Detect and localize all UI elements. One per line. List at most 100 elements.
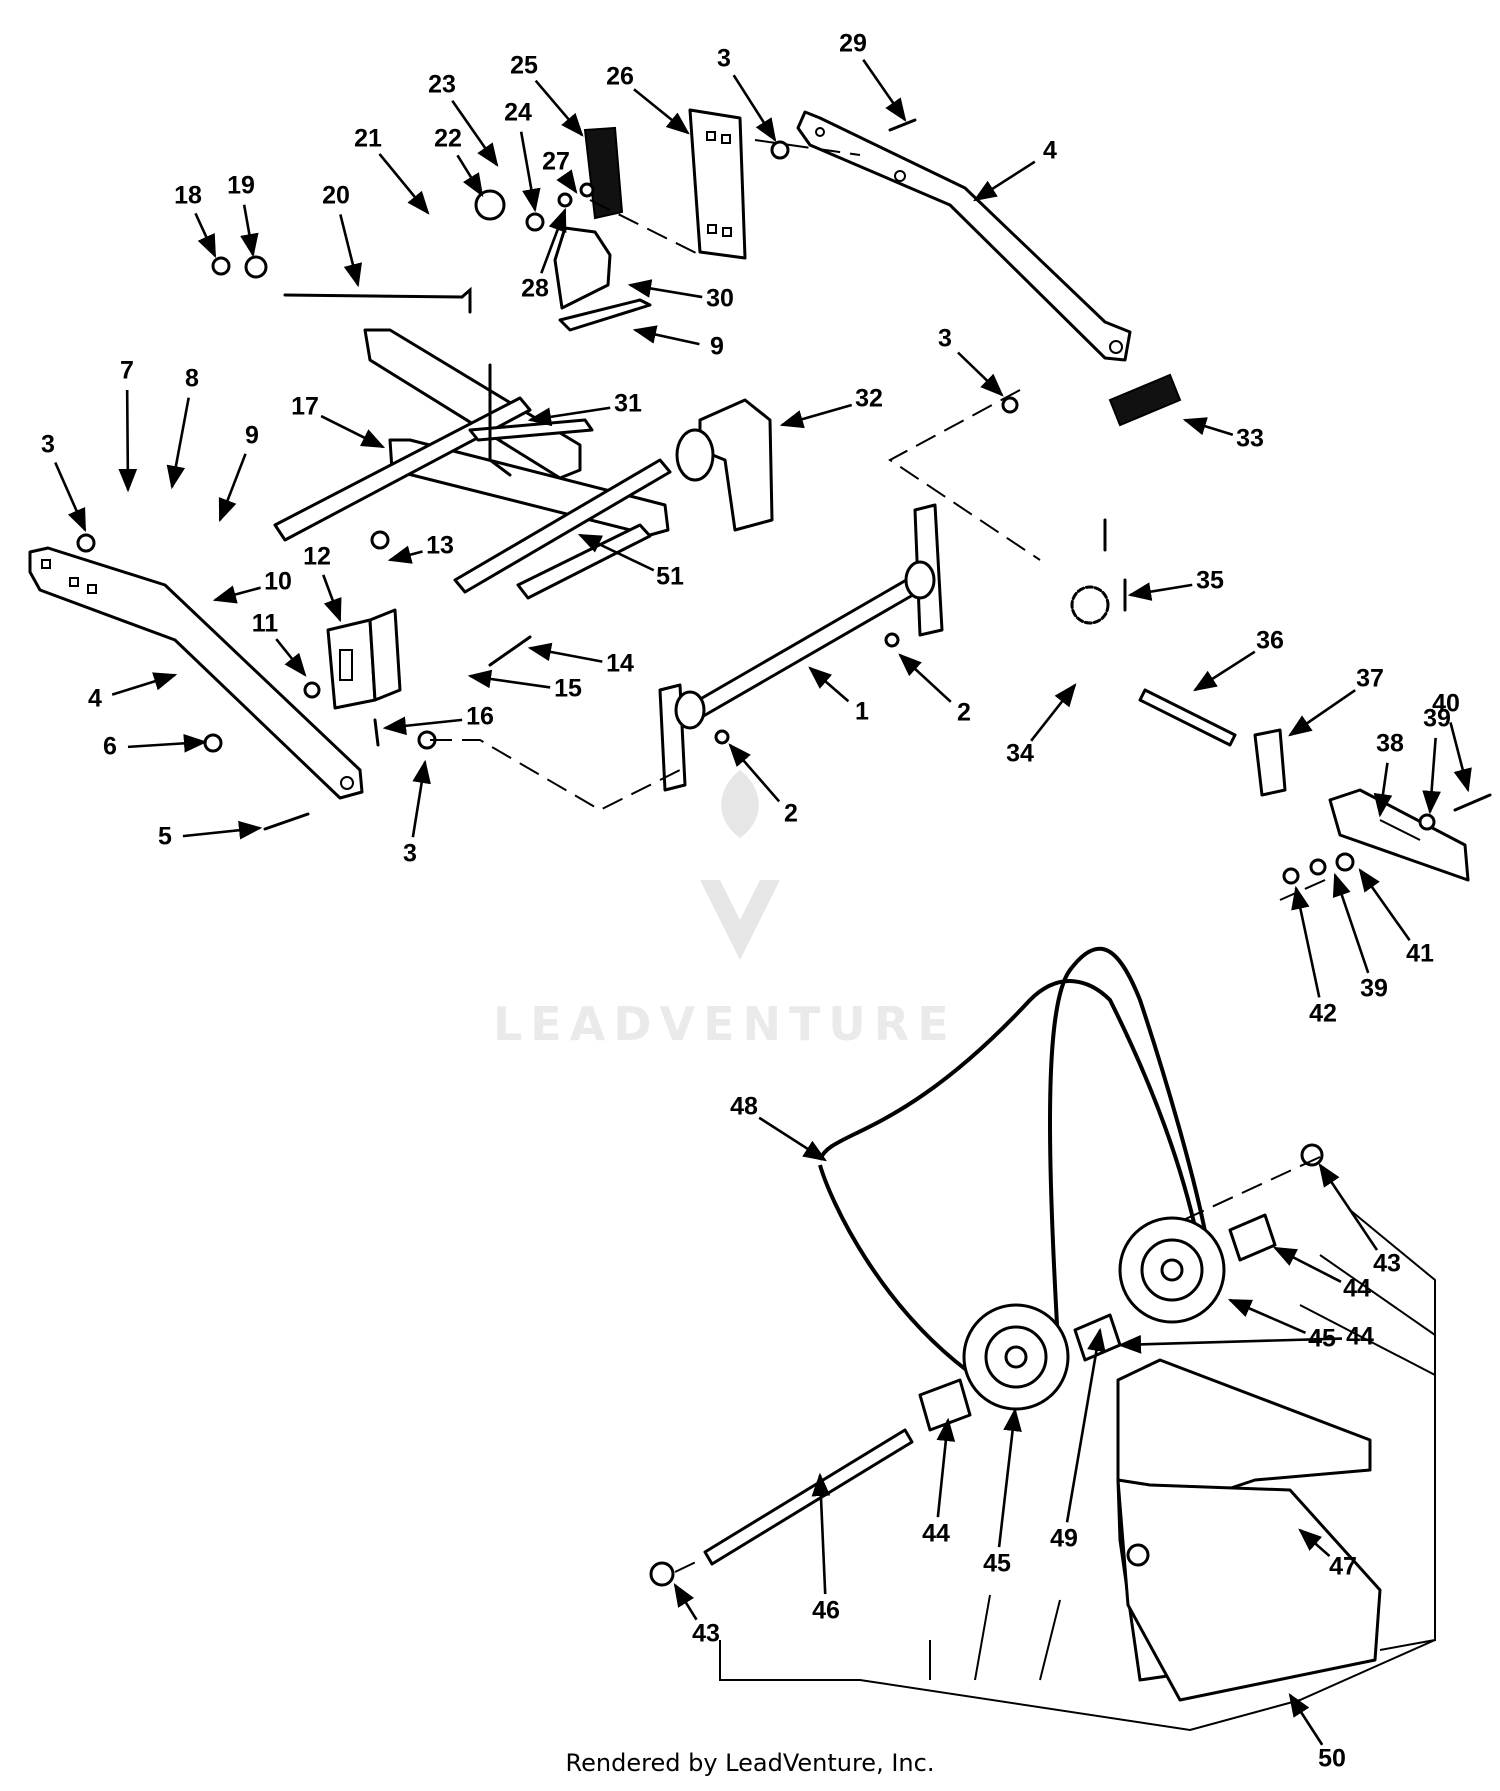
callout-14: 14 [606, 650, 634, 678]
callout-arrow-25 [534, 79, 584, 137]
callout-45: 45 [1308, 1325, 1336, 1353]
arm-hole [894, 170, 906, 182]
pulley-bore [1004, 1345, 1028, 1369]
watermark-logo: LEADVENTURE [493, 770, 957, 1051]
spacer-tube [1108, 373, 1182, 427]
callout-arrow-4 [111, 672, 178, 696]
shaft-collar [674, 690, 706, 730]
bracket-slot [1379, 819, 1421, 841]
callout-40: 40 [1432, 690, 1460, 718]
callout-arrow-10 [212, 585, 261, 604]
callout-3: 3 [938, 325, 952, 353]
callout-arrow-48 [758, 1116, 827, 1162]
callout-arrow-35 [1127, 582, 1193, 601]
pulley-shaft [703, 1428, 914, 1566]
callout-28: 28 [521, 275, 549, 303]
lock-collar [244, 255, 268, 279]
callout-16: 16 [466, 703, 494, 731]
callout-9: 9 [245, 422, 259, 450]
callout-arrow-50 [1288, 1693, 1324, 1746]
spacer-44 [1228, 1213, 1277, 1262]
screw [373, 718, 380, 747]
callout-45: 45 [983, 1550, 1011, 1578]
callout-arrow-43 [1318, 1163, 1379, 1251]
callout-arrow-7 [118, 389, 138, 493]
washer [1309, 858, 1327, 876]
callout-arrow-44 [1117, 1335, 1343, 1354]
callout-arrow-16 [382, 716, 463, 736]
nut [303, 681, 321, 699]
lift-arm-right [796, 110, 1132, 362]
nut [1282, 867, 1300, 885]
callout-arrow-45 [997, 1407, 1022, 1548]
arm-hole [815, 127, 825, 137]
callout-arrow-3 [411, 759, 431, 838]
bolts [263, 118, 1492, 831]
callout-8: 8 [185, 365, 199, 393]
pulley-bore [1160, 1258, 1184, 1282]
callout-arrow-47 [1298, 1528, 1331, 1558]
callout-21: 21 [354, 125, 382, 153]
callout-arrow-19 [240, 204, 259, 258]
callout-arrow-12 [322, 574, 342, 623]
clip [1253, 728, 1287, 797]
callout-26: 26 [606, 63, 634, 91]
callout-47: 47 [1329, 1553, 1357, 1581]
nut [203, 733, 223, 753]
callout-19: 19 [227, 172, 255, 200]
kit-bracket-50 [719, 1209, 1436, 1732]
callout-4: 4 [1043, 137, 1057, 165]
alignment-lines [430, 139, 1326, 1573]
nut [714, 729, 730, 745]
bushing [675, 428, 715, 482]
spacer [1001, 396, 1019, 414]
support-bracket-side [368, 608, 402, 702]
callout-25: 25 [510, 52, 538, 80]
adjusting-rod [488, 363, 512, 477]
callout-arrow-44 [1272, 1246, 1342, 1283]
callout-33: 33 [1236, 425, 1264, 453]
callout-arrow-27 [556, 169, 578, 194]
callout-51: 51 [656, 563, 684, 591]
callout-49: 49 [1050, 1525, 1078, 1553]
callout-3: 3 [41, 431, 55, 459]
callout-arrow-3 [54, 461, 87, 533]
callout-arrow-49 [1065, 1327, 1106, 1523]
callout-30: 30 [706, 285, 734, 313]
callout-43: 43 [1373, 1250, 1401, 1278]
callout-arrow-28 [540, 207, 567, 274]
callout-34: 34 [1006, 740, 1034, 768]
arm-slot [41, 559, 51, 569]
callout-arrow-1 [808, 666, 850, 703]
callout-arrow-41 [1358, 868, 1411, 942]
spacer [1335, 852, 1355, 872]
callout-24: 24 [504, 99, 532, 127]
sprocket [1070, 585, 1110, 625]
watermark-text: LEADVENTURE [493, 997, 957, 1051]
carriage-bolt [263, 812, 310, 831]
washer [1418, 813, 1436, 831]
callout-arrow-39 [1422, 737, 1441, 815]
callout-4: 4 [88, 685, 102, 713]
v-belt [818, 979, 1202, 1382]
tie-rod-end [460, 286, 472, 314]
callout-29: 29 [839, 30, 867, 58]
belt-assembly [703, 946, 1382, 1702]
callout-arrow-13 [387, 545, 423, 564]
callout-2: 2 [784, 800, 798, 828]
callout-41: 41 [1406, 940, 1434, 968]
callout-17: 17 [291, 393, 319, 421]
callout-arrows [54, 59, 1472, 1746]
callout-arrow-17 [320, 414, 386, 449]
callout-arrow-18 [194, 212, 217, 259]
callout-arrow-43 [673, 1583, 698, 1621]
nut [370, 530, 390, 550]
arm-hole [1109, 340, 1123, 354]
callout-arrow-9 [632, 325, 700, 346]
plate-hole [721, 134, 731, 144]
shim-plate [558, 298, 652, 332]
bumper-pad [583, 126, 624, 220]
slotted-bracket [1328, 788, 1470, 882]
screw [1453, 793, 1492, 812]
callout-arrow-5 [182, 820, 263, 840]
